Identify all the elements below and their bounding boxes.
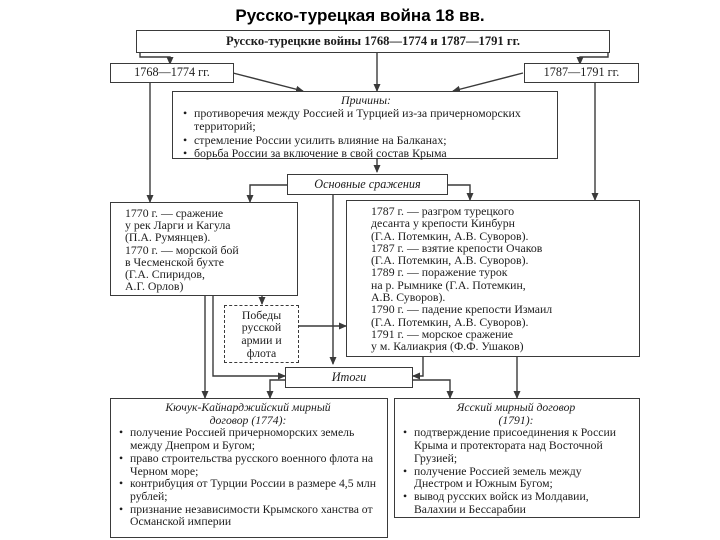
war2-label: 1787—1791 гг. (543, 65, 620, 80)
battle-line: (Г.А. Потемкин, А.В. Суворов). (371, 228, 529, 243)
treaty1-heading: Кючук-Кайнарджийский мирный договор (177… (165, 401, 331, 427)
battle-line: десанта у крепости Кинбурн (371, 216, 515, 231)
battle-line: 1770 г. — сражение (125, 206, 224, 220)
arrow-right-to-results (412, 357, 424, 380)
battle-line: 1787 г. — разгром турецкого (371, 204, 515, 218)
treaty1-item: признание независимости Крымского ханств… (117, 503, 379, 529)
treaty2-item: вывод русских войск из Молдавии, Валахии… (401, 490, 631, 516)
battle-line: 1791 г. — морское сражение (371, 326, 514, 341)
battle-line: (Г.А. Потемкин, А.В. Суворов). (371, 253, 529, 268)
treaty1-item: право строительства русского военного фл… (117, 452, 379, 478)
arrow-results-to-treaty1 (266, 379, 285, 399)
cause-item: стремление России усилить влияние на Бал… (181, 133, 551, 147)
war1-label: 1768—1774 гг. (134, 65, 210, 80)
treaty1-box: Кючук-Кайнарджийский мирный договор (177… (110, 398, 388, 538)
arrow-war2-to-causes (452, 72, 524, 93)
arrow-title-to-war2 (576, 52, 609, 65)
results-label: Итоги (331, 369, 367, 384)
battle-line: на р. Рымнике (Г.А. Потемкин, (371, 277, 526, 292)
cause-item: противоречия между Россией и Турцией из-… (181, 107, 551, 134)
slide-title: Русско-турецкая война 18 вв. (235, 6, 485, 25)
battle-line: А.Г. Орлов) (125, 279, 184, 294)
battles-right-box: 1787 г. — разгром турецкого десанта у кр… (346, 200, 640, 357)
arrow-results-to-treaty2 (413, 379, 454, 399)
battle-line: (Г.А. Спиридов, (125, 267, 205, 282)
treaty2-item: получение Россией земель между Днестром … (401, 465, 631, 491)
battle-line: в Чесменской бухте (125, 254, 224, 269)
arrow-battles-to-right (448, 184, 474, 201)
cause-item: борьба России за включение в свой состав… (181, 146, 551, 160)
causes-heading: Причины: (340, 93, 391, 107)
diagram-title-box: Русско-турецкие войны 1768—1774 и 1787—1… (136, 30, 610, 53)
battle-line: 1787 г. — взятие крепости Очаков (371, 240, 543, 255)
arrow-war1-to-causes (232, 72, 304, 93)
treaty2-heading: Ясский мирный договор (1791): (456, 401, 576, 427)
war2-label-box: 1787—1791 гг. (524, 63, 639, 83)
battle-line: 1770 г. — морской бой (125, 242, 239, 257)
arrow-battles-to-left (246, 184, 287, 203)
causes-box: Причины: противоречия между Россией и Ту… (172, 91, 558, 160)
treaty1-item: получение Россией причерноморских земель… (117, 426, 379, 452)
battle-line: (Г.А. Потемкин, А.В. Суворов). (371, 314, 529, 329)
battle-line: А.В. Суворов). (371, 290, 446, 305)
results-label-box: Итоги (285, 367, 413, 388)
battle-line: 1790 г. — падение крепости Измаил (371, 302, 553, 317)
battle-line: 1789 г. — поражение турок (371, 265, 508, 280)
treaty2-item: подтверждение присоединения к России Кры… (401, 427, 631, 465)
war1-label-box: 1768—1774 гг. (110, 63, 234, 83)
battle-line: (П.А. Румянцев). (125, 230, 211, 245)
battles-label-box: Основные сражения (287, 174, 448, 195)
victories-box: Победы русской армии и флота (224, 305, 299, 363)
battle-line: у м. Калиакрия (Ф.Ф. Ушаков) (371, 339, 524, 354)
treaty2-box: Ясский мирный договор (1791): подтвержде… (394, 398, 640, 518)
battle-line: у рек Ларги и Кагула (125, 218, 231, 233)
arrow-title-to-war1 (139, 52, 174, 65)
treaty1-item: контрибуция от Турции России в размере 4… (117, 477, 379, 503)
battles-left-box: 1770 г. — сражение у рек Ларги и Кагула … (110, 202, 298, 296)
arrow-left-results-hook (212, 364, 286, 380)
battles-label: Основные сражения (314, 176, 421, 191)
diagram-title: Русско-турецкие войны 1768—1774 и 1787—1… (225, 33, 521, 48)
victories-label: Победы русской армии и флота (241, 307, 282, 360)
